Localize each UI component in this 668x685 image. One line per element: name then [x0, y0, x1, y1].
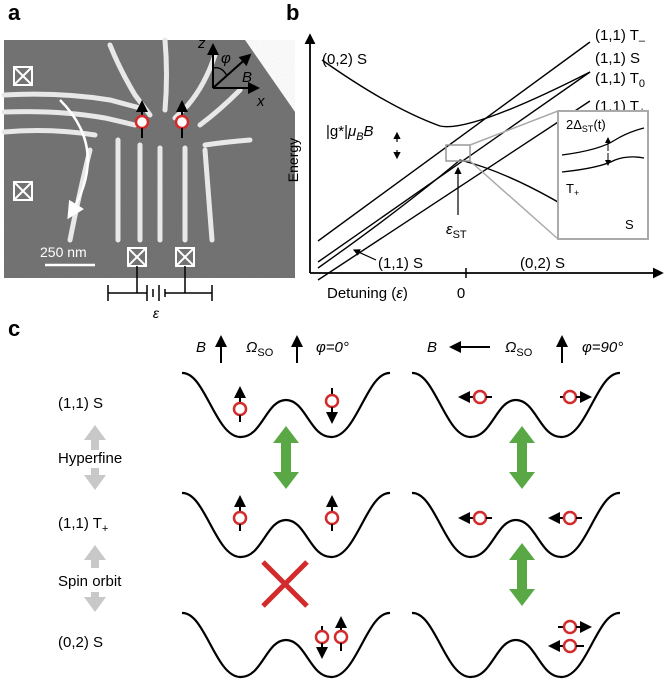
panel-c: c B ΩSO φ=0° B ΩSO φ=90° (1,1) S (1,1) T… [8, 316, 623, 679]
svg-text:(0,2) S: (0,2) S [58, 634, 103, 651]
bias-circuit [107, 266, 213, 301]
state-label-bottom-right: (0,2) S [520, 255, 565, 272]
energy-curves [317, 41, 601, 281]
y-axis-label: Energy [285, 138, 301, 182]
svg-text:φ=90°: φ=90° [582, 339, 623, 356]
col2-header: B ΩSO φ=90° [427, 335, 623, 363]
svg-text:|g*|μBB: |g*|μBB [326, 123, 374, 143]
double-wells [181, 371, 621, 679]
curve-t-minus [317, 41, 591, 242]
svg-text:(1,1) T0: (1,1) T0 [595, 70, 645, 90]
svg-text:(1,1) T–: (1,1) T– [595, 27, 646, 47]
svg-text:Spin orbit: Spin orbit [58, 573, 122, 590]
x-axis-label: Detuning (ε) [327, 285, 408, 302]
axis-x-label: x [256, 93, 265, 110]
svg-text:S: S [625, 217, 634, 232]
quantum-dots [134, 100, 190, 138]
svg-text:(1,1) S: (1,1) S [595, 50, 640, 67]
spins-col2 [458, 389, 592, 654]
axis-b-label: B [242, 69, 252, 86]
svg-text:ΩSO: ΩSO [246, 339, 274, 359]
sem-image: 250 nm z x φ B [1, 35, 295, 278]
scale-bar-label: 250 nm [40, 244, 87, 260]
svg-text:Detuning (ε): Detuning (ε) [327, 285, 408, 302]
spins-col1 [232, 386, 349, 659]
curve-t-plus [317, 100, 591, 281]
state-label-bottom-left: (1,1) S [378, 255, 423, 272]
svg-text:(1,1) T+: (1,1) T+ [58, 515, 108, 535]
svg-text:B: B [196, 339, 206, 356]
col1-header: B ΩSO φ=0° [196, 335, 349, 363]
svg-text:Hyperfine: Hyperfine [58, 450, 122, 467]
row-labels: (1,1) S (1,1) T+ (0,2) S Hyperfine Spin … [58, 395, 122, 651]
panel-label-a: a [8, 0, 21, 25]
svg-text:T+: T+ [566, 181, 579, 198]
curve-s-lower [317, 159, 601, 269]
bias-label: ε [153, 305, 160, 321]
forbidden-x [261, 560, 309, 608]
panel-b: b Energy Detuning (ε) 0 (1,1) T– [285, 0, 664, 302]
axes-indicator: z x φ B [197, 35, 265, 110]
svg-text:εST: εST [446, 221, 467, 241]
svg-text:φ=0°: φ=0° [316, 339, 349, 356]
axis-phi-label: φ [221, 50, 231, 67]
svg-text:2ΔST(t): 2ΔST(t) [566, 117, 606, 134]
state-labels-right: (1,1) T– (1,1) S (1,1) T0 (1,1) T+ [595, 27, 646, 118]
axis-z-label: z [197, 35, 206, 52]
green-arrows [273, 426, 535, 606]
gray-arrows [84, 425, 106, 612]
inset: 2ΔST(t) T+ S [557, 110, 649, 240]
svg-text:B: B [427, 339, 437, 356]
svg-text:(1,1) S: (1,1) S [58, 395, 103, 412]
panel-label-c: c [8, 316, 20, 341]
panel-label-b: b [286, 0, 299, 25]
zoom-box [445, 144, 471, 162]
eps-st-marker: εST [446, 166, 467, 241]
panel-a: a [1, 0, 295, 321]
curve-t0 [317, 71, 591, 263]
state-label-left: (0,2) S [322, 51, 367, 68]
x-tick-0: 0 [457, 285, 465, 302]
svg-text:ΩSO: ΩSO [505, 339, 533, 359]
curve-s-upper [321, 59, 591, 128]
zeeman-gap: |g*|μBB [326, 123, 401, 160]
